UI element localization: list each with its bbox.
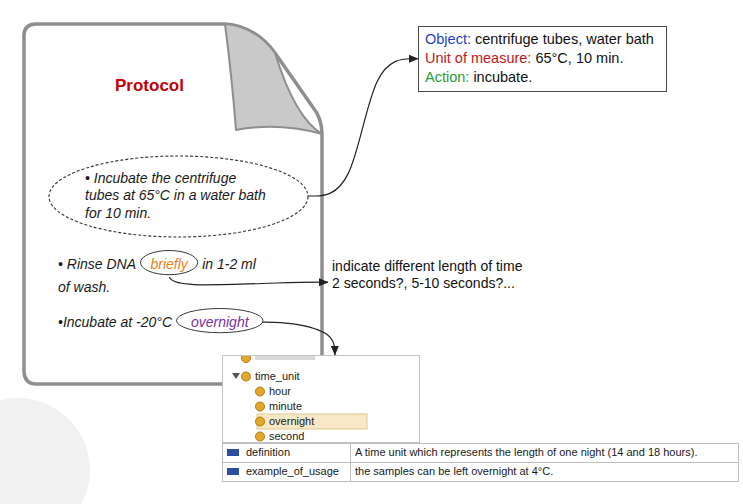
ontology-class: hour — [269, 385, 291, 397]
background-blob — [0, 398, 90, 504]
tree-row: minute — [269, 399, 302, 414]
field-name: Unit of measure: — [425, 50, 531, 66]
ontology-tree-panel: time_unithour minute overnight second — [222, 355, 420, 443]
protocol-step: • Incubate the centrifuge tubes at 65°C … — [85, 170, 271, 221]
tree-node-icon — [256, 387, 265, 396]
box-line: Unit of measure:65°C, 10 min. — [425, 49, 654, 68]
protocol-step: •Incubate at -20°C — [58, 314, 172, 330]
tree-icons — [223, 356, 420, 443]
ontology-class: overnight — [269, 415, 314, 427]
circled-word: overnight — [176, 308, 264, 336]
note-holder: indicate different length of time 2 seco… — [332, 258, 530, 292]
table-cell: example_of_usage — [223, 463, 351, 482]
text-line: • Rinse DNAbrieflyin 1-2 ml of wash. — [58, 250, 265, 297]
page-shape — [24, 24, 322, 384]
connector-arrow — [308, 59, 419, 196]
ontology-class: minute — [269, 400, 302, 412]
property-name: definition — [246, 446, 290, 460]
property-value: the samples can be left overnight at 4°C… — [355, 465, 553, 477]
box-line: Action:incubate. — [425, 68, 654, 87]
tree-node-icon — [256, 432, 265, 441]
protocol-step: • Rinse DNA — [58, 256, 136, 272]
property-icon — [227, 448, 241, 457]
box-line: Object:centrifuge tubes, water bath — [425, 30, 654, 49]
tree-row: second — [269, 429, 304, 443]
annotation-note: indicate different length of time 2 seco… — [332, 258, 530, 292]
field-value: 65°C, 10 min. — [535, 50, 623, 66]
field-name: Object: — [425, 31, 471, 47]
field-value: incubate. — [473, 69, 532, 85]
tree-row: overnight — [269, 414, 314, 429]
document-title: Protocol — [115, 76, 184, 95]
ontology-class: second — [269, 430, 304, 442]
expand-triangle — [232, 373, 240, 379]
vague-term: briefly — [150, 256, 187, 272]
protocol-document: Protocol• Rinse DNAbrieflyin 1-2 ml of w… — [20, 18, 326, 388]
selection-highlight — [257, 414, 367, 429]
page-curl — [225, 24, 322, 134]
table-cell: the samples can be left overnight at 4°C… — [351, 463, 739, 482]
ontology-class: time_unit — [255, 370, 300, 382]
tree-row: time_unit — [255, 369, 300, 384]
property-icon — [227, 467, 241, 476]
property-value: A time unit which represents the length … — [355, 446, 697, 458]
table-cell: definition — [223, 444, 351, 463]
tree-row: hour — [269, 384, 291, 399]
tree-node-icon — [242, 372, 251, 381]
circled-word: briefly — [140, 250, 198, 278]
ontology-property-table: definition A time unit which represents t… — [222, 443, 739, 482]
text-line: Protocol — [115, 76, 184, 96]
field-value: centrifuge tubes, water bath — [475, 31, 654, 47]
vague-term: overnight — [191, 314, 249, 330]
text-line: •Incubate at -20°C overnight — [58, 308, 268, 336]
cut-off-row — [255, 356, 315, 360]
highlighted-step: • Incubate the centrifuge tubes at 65°C … — [48, 155, 309, 238]
annotation-box: Object:centrifuge tubes, water bathUnit … — [418, 26, 667, 92]
table-cell: A time unit which represents the length … — [351, 444, 739, 463]
field-name: Action: — [425, 69, 469, 85]
property-name: example_of_usage — [246, 465, 339, 479]
tree-node-icon — [242, 356, 251, 363]
tree-node-icon — [256, 402, 265, 411]
tree-node-icon — [256, 417, 265, 426]
